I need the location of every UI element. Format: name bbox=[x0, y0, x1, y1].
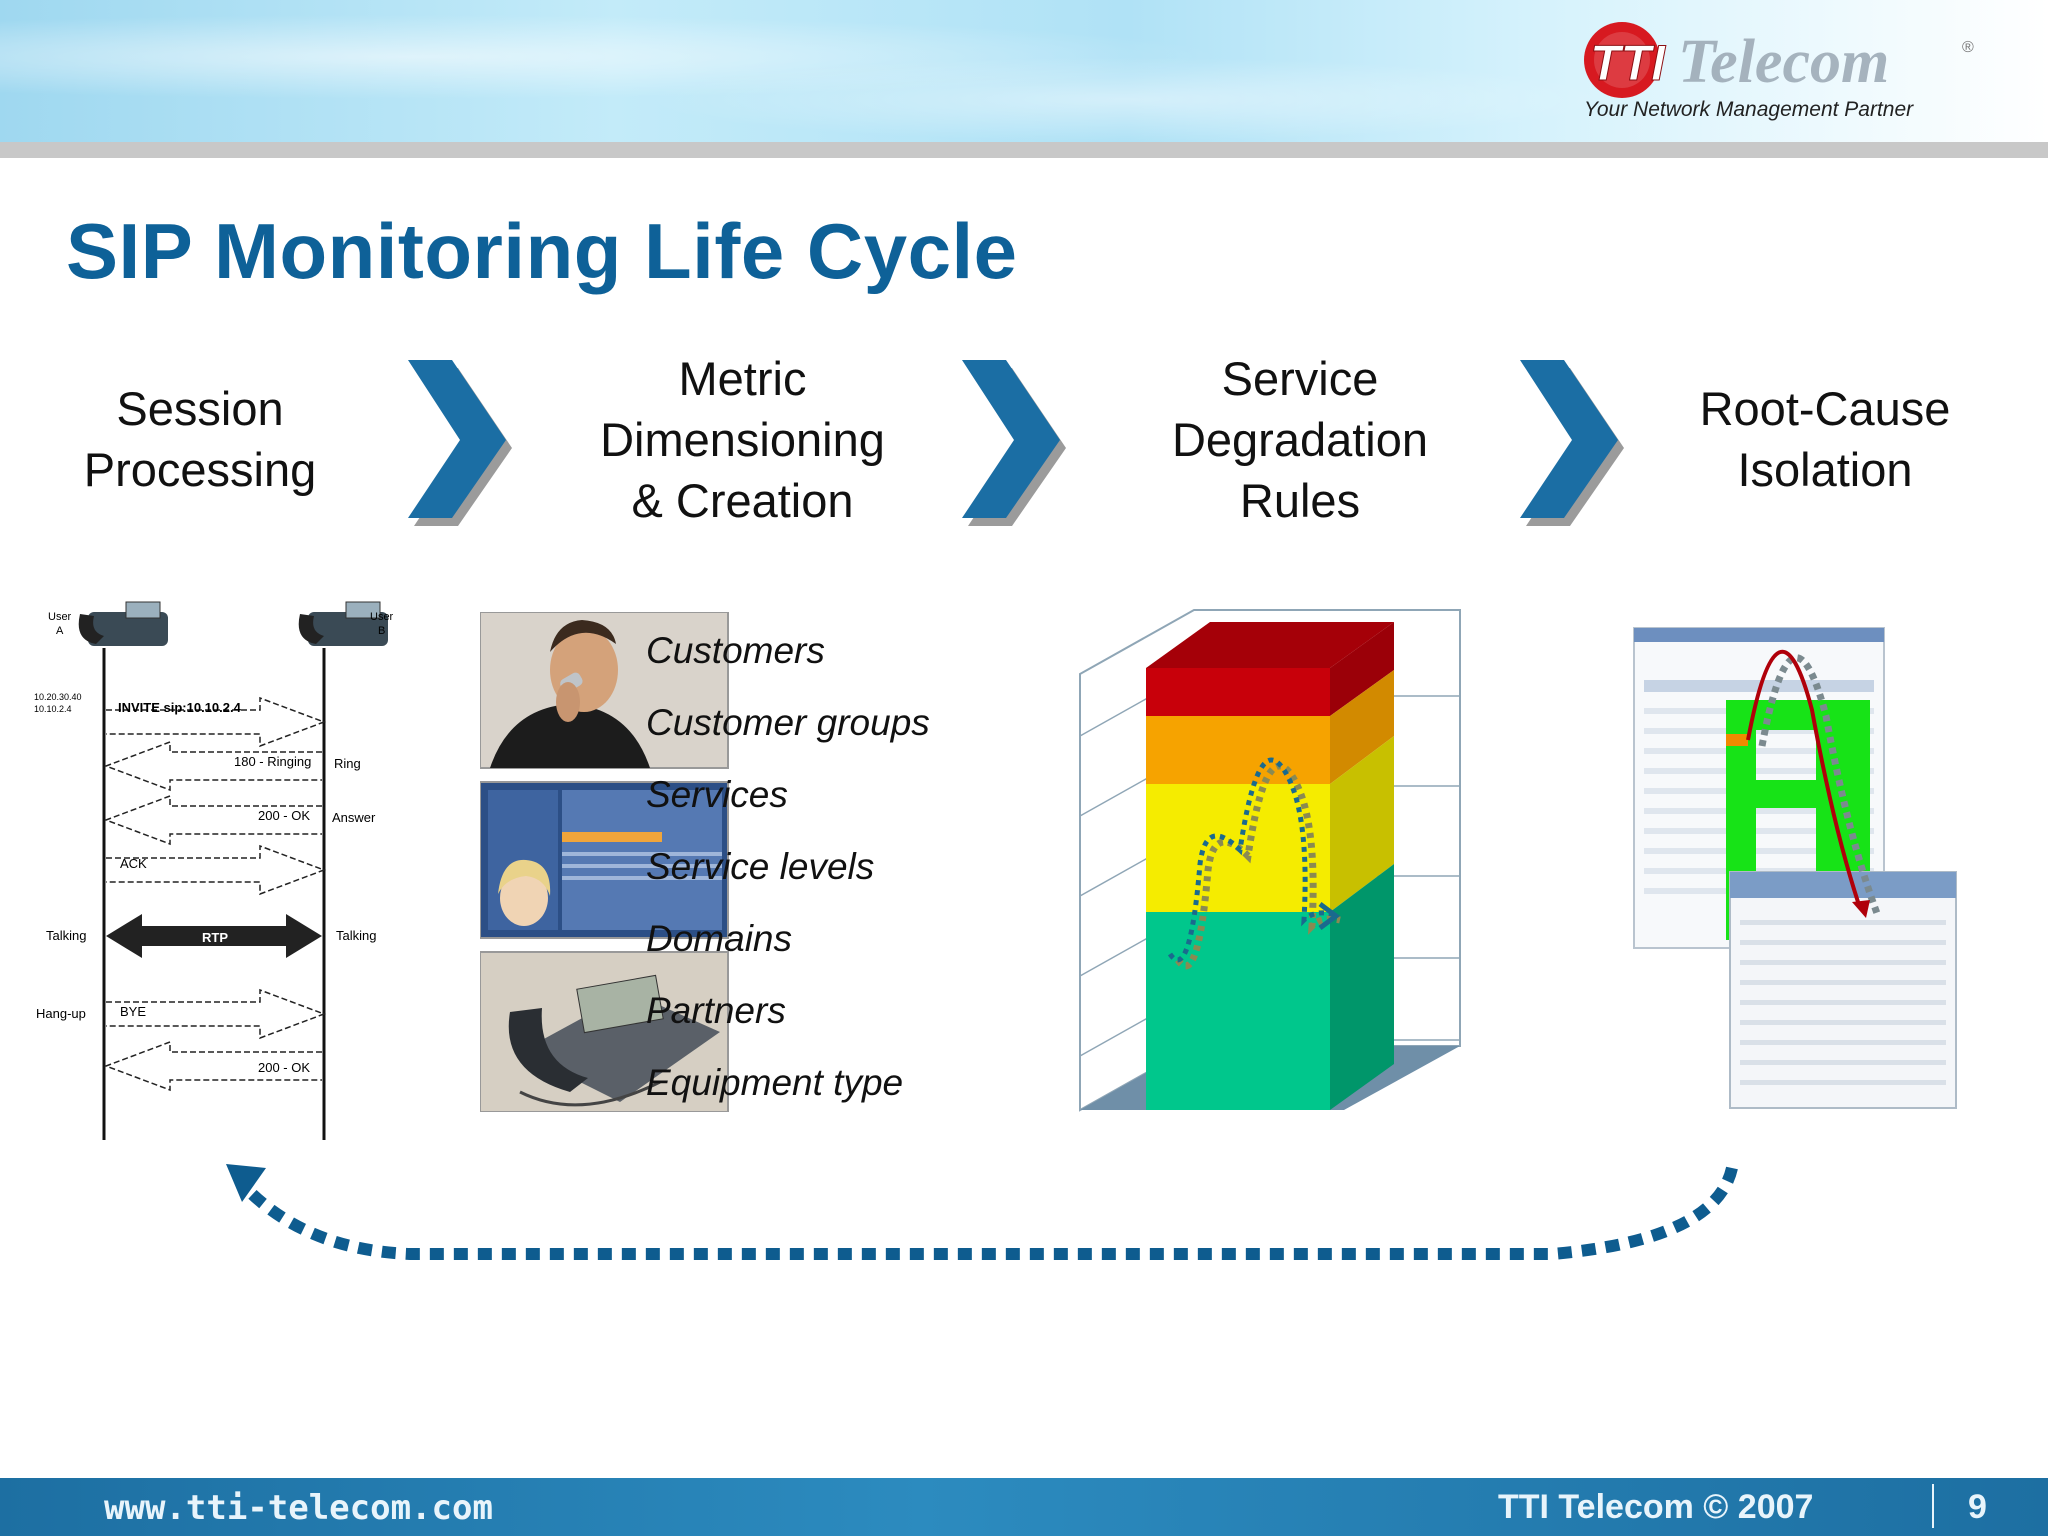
dimension-label: Service levels bbox=[646, 846, 875, 887]
ip-label: 10.20.30.40 bbox=[34, 692, 82, 702]
sip-call-flow-diagram: User A User B 10.20.30.40 10.10.2.4 INVI… bbox=[34, 601, 394, 1140]
stage-session-processing: Session Processing bbox=[40, 378, 360, 500]
sip-left-label: Hang-up bbox=[36, 1006, 86, 1021]
sip-message: 180 - Ringing bbox=[234, 754, 311, 769]
stage-line: Service bbox=[1221, 352, 1379, 405]
dimension-label: Equipment type bbox=[646, 1062, 904, 1103]
stage-line: Isolation bbox=[1737, 443, 1913, 496]
sip-message: 200 - OK bbox=[258, 808, 310, 823]
stage-line: Dimensioning bbox=[600, 413, 885, 466]
page-number: 9 bbox=[1968, 1488, 1987, 1526]
sip-message: BYE bbox=[120, 1004, 146, 1019]
sip-right-label: Talking bbox=[336, 928, 376, 943]
user-b-label: B bbox=[378, 625, 385, 637]
stage-line: Processing bbox=[83, 443, 317, 496]
user-b-label: User bbox=[370, 611, 394, 623]
page-title: SIP Monitoring Life Cycle bbox=[66, 207, 1018, 295]
dimension-label: Customers bbox=[646, 630, 825, 671]
stage-line: Root-Cause bbox=[1699, 382, 1951, 435]
stage-line: Metric bbox=[678, 352, 807, 405]
stage-line: Rules bbox=[1239, 474, 1361, 527]
phone-icon bbox=[298, 601, 388, 646]
chevron-right-icon bbox=[962, 360, 1066, 526]
ip-label: 10.10.2.4 bbox=[34, 704, 72, 714]
degradation-threshold-chart bbox=[1079, 609, 1461, 1112]
feedback-loop-arrow bbox=[226, 1164, 1738, 1260]
stage-line: Degradation bbox=[1171, 413, 1429, 466]
sip-left-label: Talking bbox=[46, 928, 86, 943]
sip-message: 200 - OK bbox=[258, 1060, 310, 1075]
user-a-label: A bbox=[56, 625, 64, 637]
logo-tagline: Your Network Management Partner bbox=[1584, 98, 1914, 121]
footer-divider bbox=[1932, 1484, 1934, 1528]
sip-message: INVITE sip:10.10.2.4 bbox=[118, 700, 242, 715]
user-a-label: User bbox=[48, 611, 72, 623]
sip-right-label: Ring bbox=[334, 756, 361, 771]
stage-line: & Creation bbox=[631, 474, 854, 527]
stage-metric-dimensioning: Metric Dimensioning & Creation bbox=[560, 348, 925, 531]
logo-registered: ® bbox=[1962, 39, 1974, 56]
dimension-photos bbox=[480, 612, 729, 1112]
footer-bar bbox=[0, 1478, 2048, 1536]
phone-icon bbox=[78, 601, 168, 646]
root-cause-report-screens bbox=[1633, 627, 1957, 1109]
dimension-label: Services bbox=[646, 774, 788, 815]
sip-message: RTP bbox=[202, 930, 228, 945]
tti-telecom-logo: TTI Telecom ® bbox=[1584, 22, 1974, 98]
sip-message: ACK bbox=[120, 856, 147, 871]
logo-mark: TTI bbox=[1590, 35, 1666, 91]
logo-name: Telecom bbox=[1678, 28, 1889, 96]
stage-root-cause: Root-Cause Isolation bbox=[1640, 378, 2010, 500]
header-divider bbox=[0, 142, 2048, 158]
equipment-photo bbox=[480, 951, 729, 1112]
header-banner bbox=[0, 0, 2048, 142]
dimension-label: Customer groups bbox=[646, 702, 930, 743]
customer-photo bbox=[480, 612, 729, 769]
dimension-label: Domains bbox=[646, 918, 792, 959]
chevron-right-icon bbox=[1520, 360, 1624, 526]
footer-website-link[interactable]: www.tti-telecom.com bbox=[104, 1488, 493, 1528]
stage-line: Session bbox=[116, 382, 284, 435]
service-screen-photo bbox=[480, 781, 729, 939]
dimension-label: Partners bbox=[646, 990, 786, 1031]
sip-right-label: Answer bbox=[332, 810, 376, 825]
footer-copyright: TTI Telecom © 2007 bbox=[1498, 1488, 1814, 1526]
stage-service-degradation: Service Degradation Rules bbox=[1130, 348, 1470, 531]
chevron-right-icon bbox=[408, 360, 512, 526]
